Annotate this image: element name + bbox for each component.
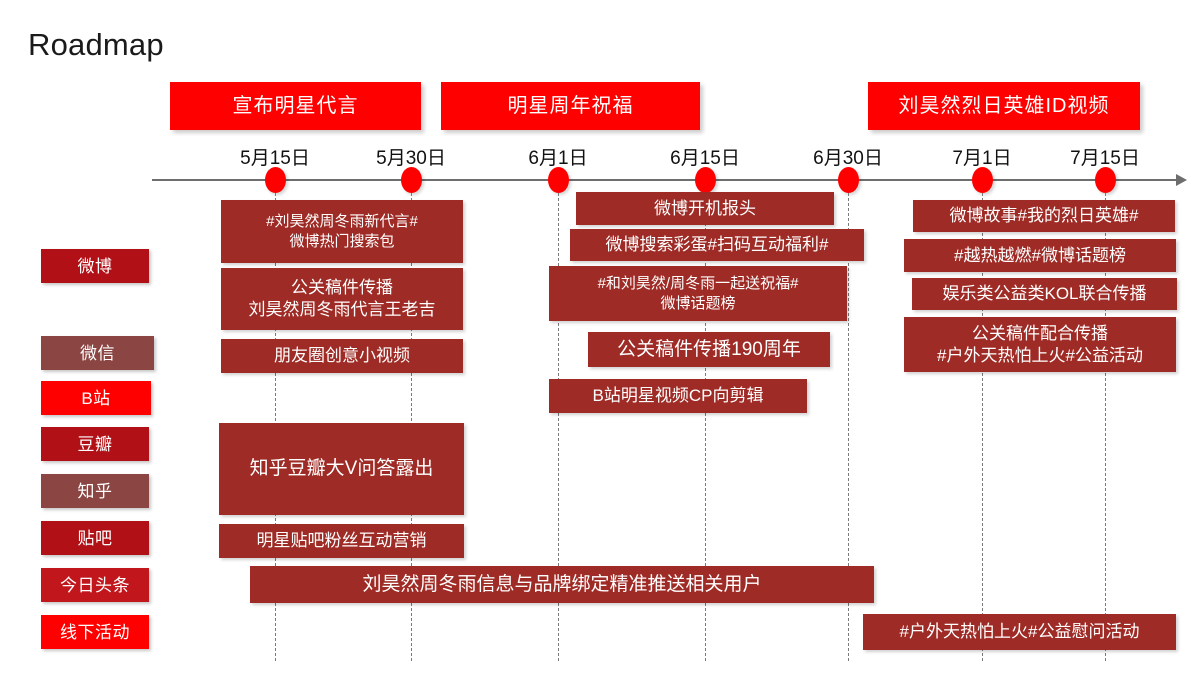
phase-banner-2: 明星周年祝福 (441, 82, 700, 130)
phase-banner-label: 宣布明星代言 (232, 95, 359, 117)
timeline-marker-2[interactable] (401, 167, 422, 193)
activity-line: 公关稿件传播190周年 (617, 338, 801, 360)
activity-line: 明星贴吧粉丝互动营销 (256, 531, 427, 550)
activity-bar-12[interactable]: 公关稿件配合传播 #户外天热怕上火#公益活动 (904, 317, 1176, 372)
timeline-axis (152, 179, 1176, 181)
activity-line: 微博搜索彩蛋#扫码互动福利# (605, 235, 829, 254)
channel-chip-douban[interactable]: 豆瓣 (41, 427, 149, 461)
tick-label-3: 6月1日 (528, 148, 588, 169)
channel-label: 线下活动 (60, 622, 130, 642)
tick-label-6: 7月1日 (952, 148, 1012, 169)
tick-label-1: 5月15日 (240, 148, 310, 169)
activity-line: #户外天热怕上火#公益慰问活动 (899, 622, 1140, 641)
channel-label: 贴吧 (77, 528, 113, 548)
timeline-axis-arrow (1176, 174, 1187, 186)
timeline-marker-6[interactable] (972, 167, 993, 193)
activity-bar-4[interactable]: 微博开机报头 (576, 192, 834, 225)
phase-banner-label: 刘昊然烈日英雄ID视频 (898, 95, 1110, 117)
activity-line: 公关稿件传播 (291, 278, 393, 297)
channel-chip-tieba[interactable]: 贴吧 (41, 521, 149, 555)
phase-banner-label: 明星周年祝福 (507, 95, 634, 117)
activity-line: 知乎豆瓣大V问答露出 (249, 458, 434, 479)
timeline-marker-4[interactable] (695, 167, 716, 193)
activity-line: 刘昊然周冬雨信息与品牌绑定精准推送相关用户 (362, 573, 762, 595)
phase-banner-1: 宣布明星代言 (170, 82, 421, 130)
channel-chip-toutiao[interactable]: 今日头条 (41, 568, 149, 602)
timeline-guide-5 (848, 193, 849, 661)
activity-line: 朋友圈创意小视频 (274, 346, 410, 365)
activity-bar-2[interactable]: 公关稿件传播 刘昊然周冬雨代言王老吉 (221, 268, 463, 330)
activity-bar-3[interactable]: 朋友圈创意小视频 (221, 339, 463, 373)
activity-bar-8[interactable]: B站明星视频CP向剪辑 (549, 379, 807, 413)
activity-line: 微博话题榜 (660, 294, 736, 312)
channel-chip-weibo[interactable]: 微博 (41, 249, 149, 283)
tick-label-7: 7月15日 (1070, 148, 1140, 169)
page-title: Roadmap (28, 27, 164, 62)
tick-label-2: 5月30日 (376, 148, 446, 169)
activity-bar-13[interactable]: 知乎豆瓣大V问答露出 (219, 423, 464, 515)
activity-bar-5[interactable]: 微博搜索彩蛋#扫码互动福利# (570, 229, 864, 261)
timeline-guide-7 (1105, 193, 1106, 661)
timeline-guide-6 (982, 193, 983, 661)
channel-label: 微博 (77, 256, 113, 276)
activity-line: #和刘昊然/周冬雨一起送祝福# (597, 274, 799, 292)
activity-bar-10[interactable]: #越热越燃#微博话题榜 (904, 239, 1176, 272)
activity-line: #越热越燃#微博话题榜 (954, 245, 1126, 265)
activity-line: 娱乐类公益类KOL联合传播 (942, 284, 1147, 303)
timeline-marker-7[interactable] (1095, 167, 1116, 193)
activity-line: 公关稿件配合传播 (971, 323, 1108, 343)
activity-bar-9[interactable]: 微博故事#我的烈日英雄# (913, 200, 1175, 232)
activity-line: #户外天热怕上火#公益活动 (937, 345, 1143, 365)
timeline-marker-3[interactable] (548, 167, 569, 193)
tick-label-5: 6月30日 (813, 148, 883, 169)
activity-bar-1[interactable]: #刘昊然周冬雨新代言# 微博热门搜索包 (221, 200, 463, 263)
activity-bar-7[interactable]: 公关稿件传播190周年 (588, 332, 830, 367)
activity-line: B站明星视频CP向剪辑 (592, 386, 764, 405)
channel-label: 知乎 (77, 481, 113, 501)
activity-bar-11[interactable]: 娱乐类公益类KOL联合传播 (912, 278, 1177, 310)
activity-line: 刘昊然周冬雨代言王老吉 (248, 300, 436, 319)
channel-chip-offline[interactable]: 线下活动 (41, 615, 149, 649)
activity-line: 微博故事#我的烈日英雄# (949, 206, 1139, 225)
activity-line: #刘昊然周冬雨新代言# (266, 212, 418, 230)
timeline-marker-1[interactable] (265, 167, 286, 193)
phase-banner-3: 刘昊然烈日英雄ID视频 (868, 82, 1140, 130)
channel-chip-bilibili[interactable]: B站 (41, 381, 151, 415)
activity-bar-6[interactable]: #和刘昊然/周冬雨一起送祝福# 微博话题榜 (549, 266, 847, 321)
activity-bar-16[interactable]: #户外天热怕上火#公益慰问活动 (863, 614, 1176, 650)
activity-line: 微博热门搜索包 (289, 232, 395, 250)
timeline-marker-5[interactable] (838, 167, 859, 193)
timeline-guide-3 (558, 193, 559, 661)
activity-bar-14[interactable]: 明星贴吧粉丝互动营销 (219, 524, 464, 558)
timeline-guide-4 (705, 193, 706, 661)
channel-label: 豆瓣 (77, 434, 113, 454)
channel-label: 今日头条 (60, 575, 130, 595)
channel-chip-zhihu[interactable]: 知乎 (41, 474, 149, 508)
channel-chip-wechat[interactable]: 微信 (41, 336, 154, 370)
tick-label-4: 6月15日 (670, 148, 740, 169)
activity-bar-15[interactable]: 刘昊然周冬雨信息与品牌绑定精准推送相关用户 (250, 566, 874, 603)
channel-label: B站 (81, 388, 111, 408)
activity-line: 微博开机报头 (654, 198, 756, 218)
channel-label: 微信 (80, 343, 115, 363)
